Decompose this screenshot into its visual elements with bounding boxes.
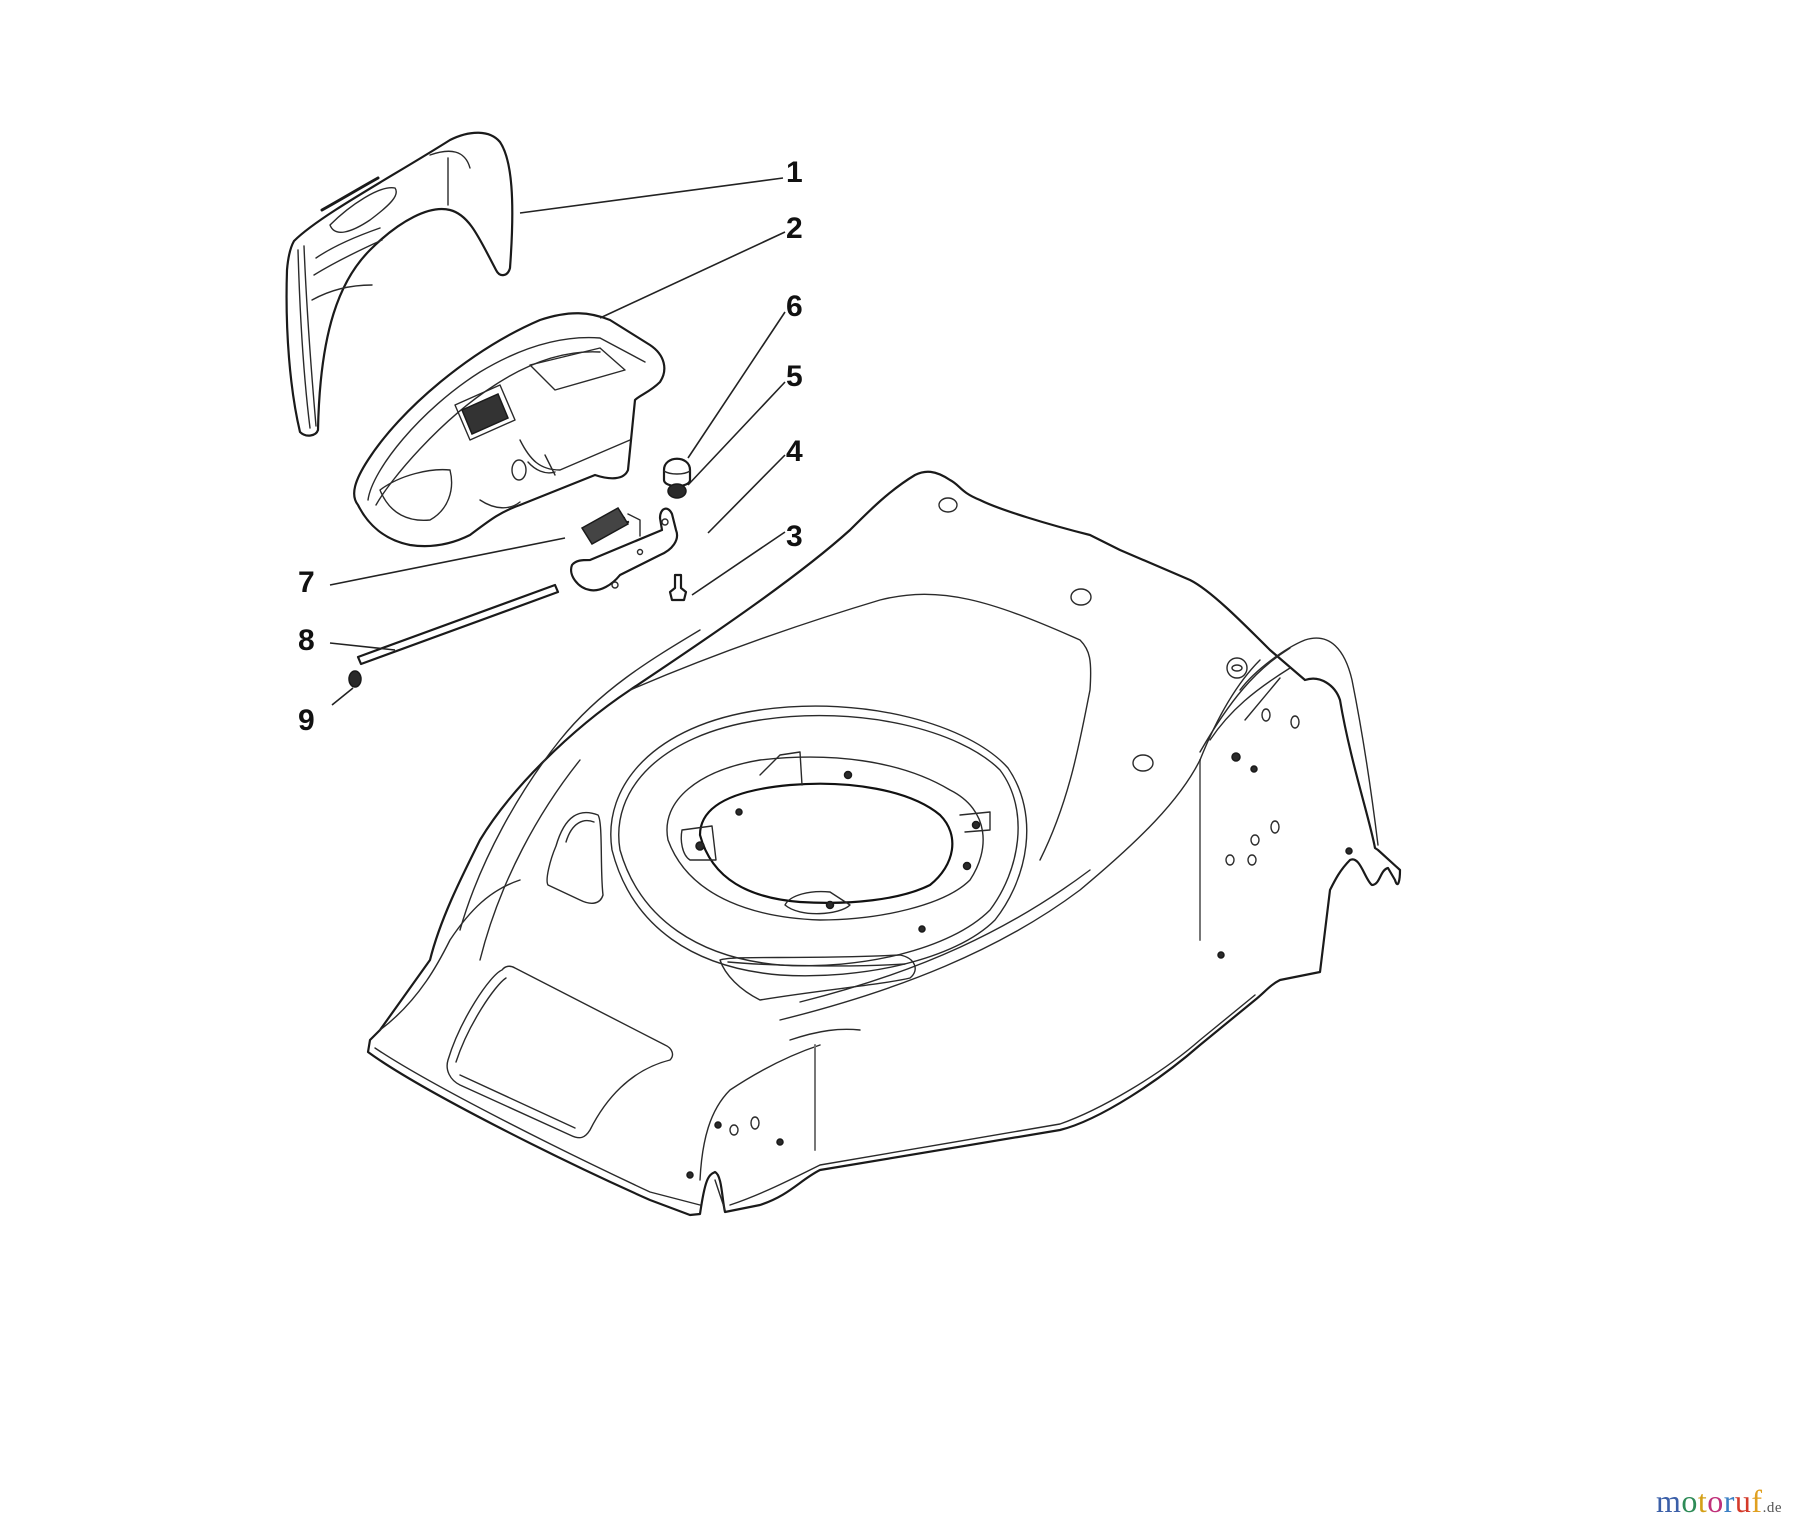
watermark-letter: f xyxy=(1751,1483,1763,1519)
callout-8: 8 xyxy=(298,624,315,657)
watermark-tld: .de xyxy=(1762,1500,1782,1516)
motoruf-watermark: motoruf.de xyxy=(1656,1483,1782,1520)
watermark-letter: o xyxy=(1707,1483,1724,1519)
callout-6: 6 xyxy=(786,290,803,323)
part-6-cap xyxy=(662,457,692,488)
callout-3: 3 xyxy=(786,520,803,553)
watermark-letter: m xyxy=(1655,1483,1682,1519)
watermark-letter: r xyxy=(1723,1483,1735,1519)
callout-4: 4 xyxy=(786,435,803,468)
part-5-nut xyxy=(667,483,687,499)
part-9-washer xyxy=(348,670,362,688)
mower-deck xyxy=(366,470,1402,1217)
part-7-spring xyxy=(580,506,641,546)
callout-5: 5 xyxy=(786,360,803,393)
watermark-letter: o xyxy=(1681,1483,1698,1519)
watermark-letter: u xyxy=(1734,1483,1752,1519)
part-8-rod xyxy=(356,583,560,666)
part-3-screw xyxy=(668,573,688,602)
callout-9: 9 xyxy=(298,704,315,737)
callout-2: 2 xyxy=(786,212,803,245)
part-4-bracket xyxy=(570,507,679,592)
part-1-rear-guard xyxy=(285,131,514,437)
part-2-discharge-cover xyxy=(353,312,666,548)
callout-1: 1 xyxy=(786,156,803,189)
callout-7: 7 xyxy=(298,566,315,599)
leader-lines xyxy=(329,177,786,706)
watermark-letter: t xyxy=(1697,1483,1708,1519)
